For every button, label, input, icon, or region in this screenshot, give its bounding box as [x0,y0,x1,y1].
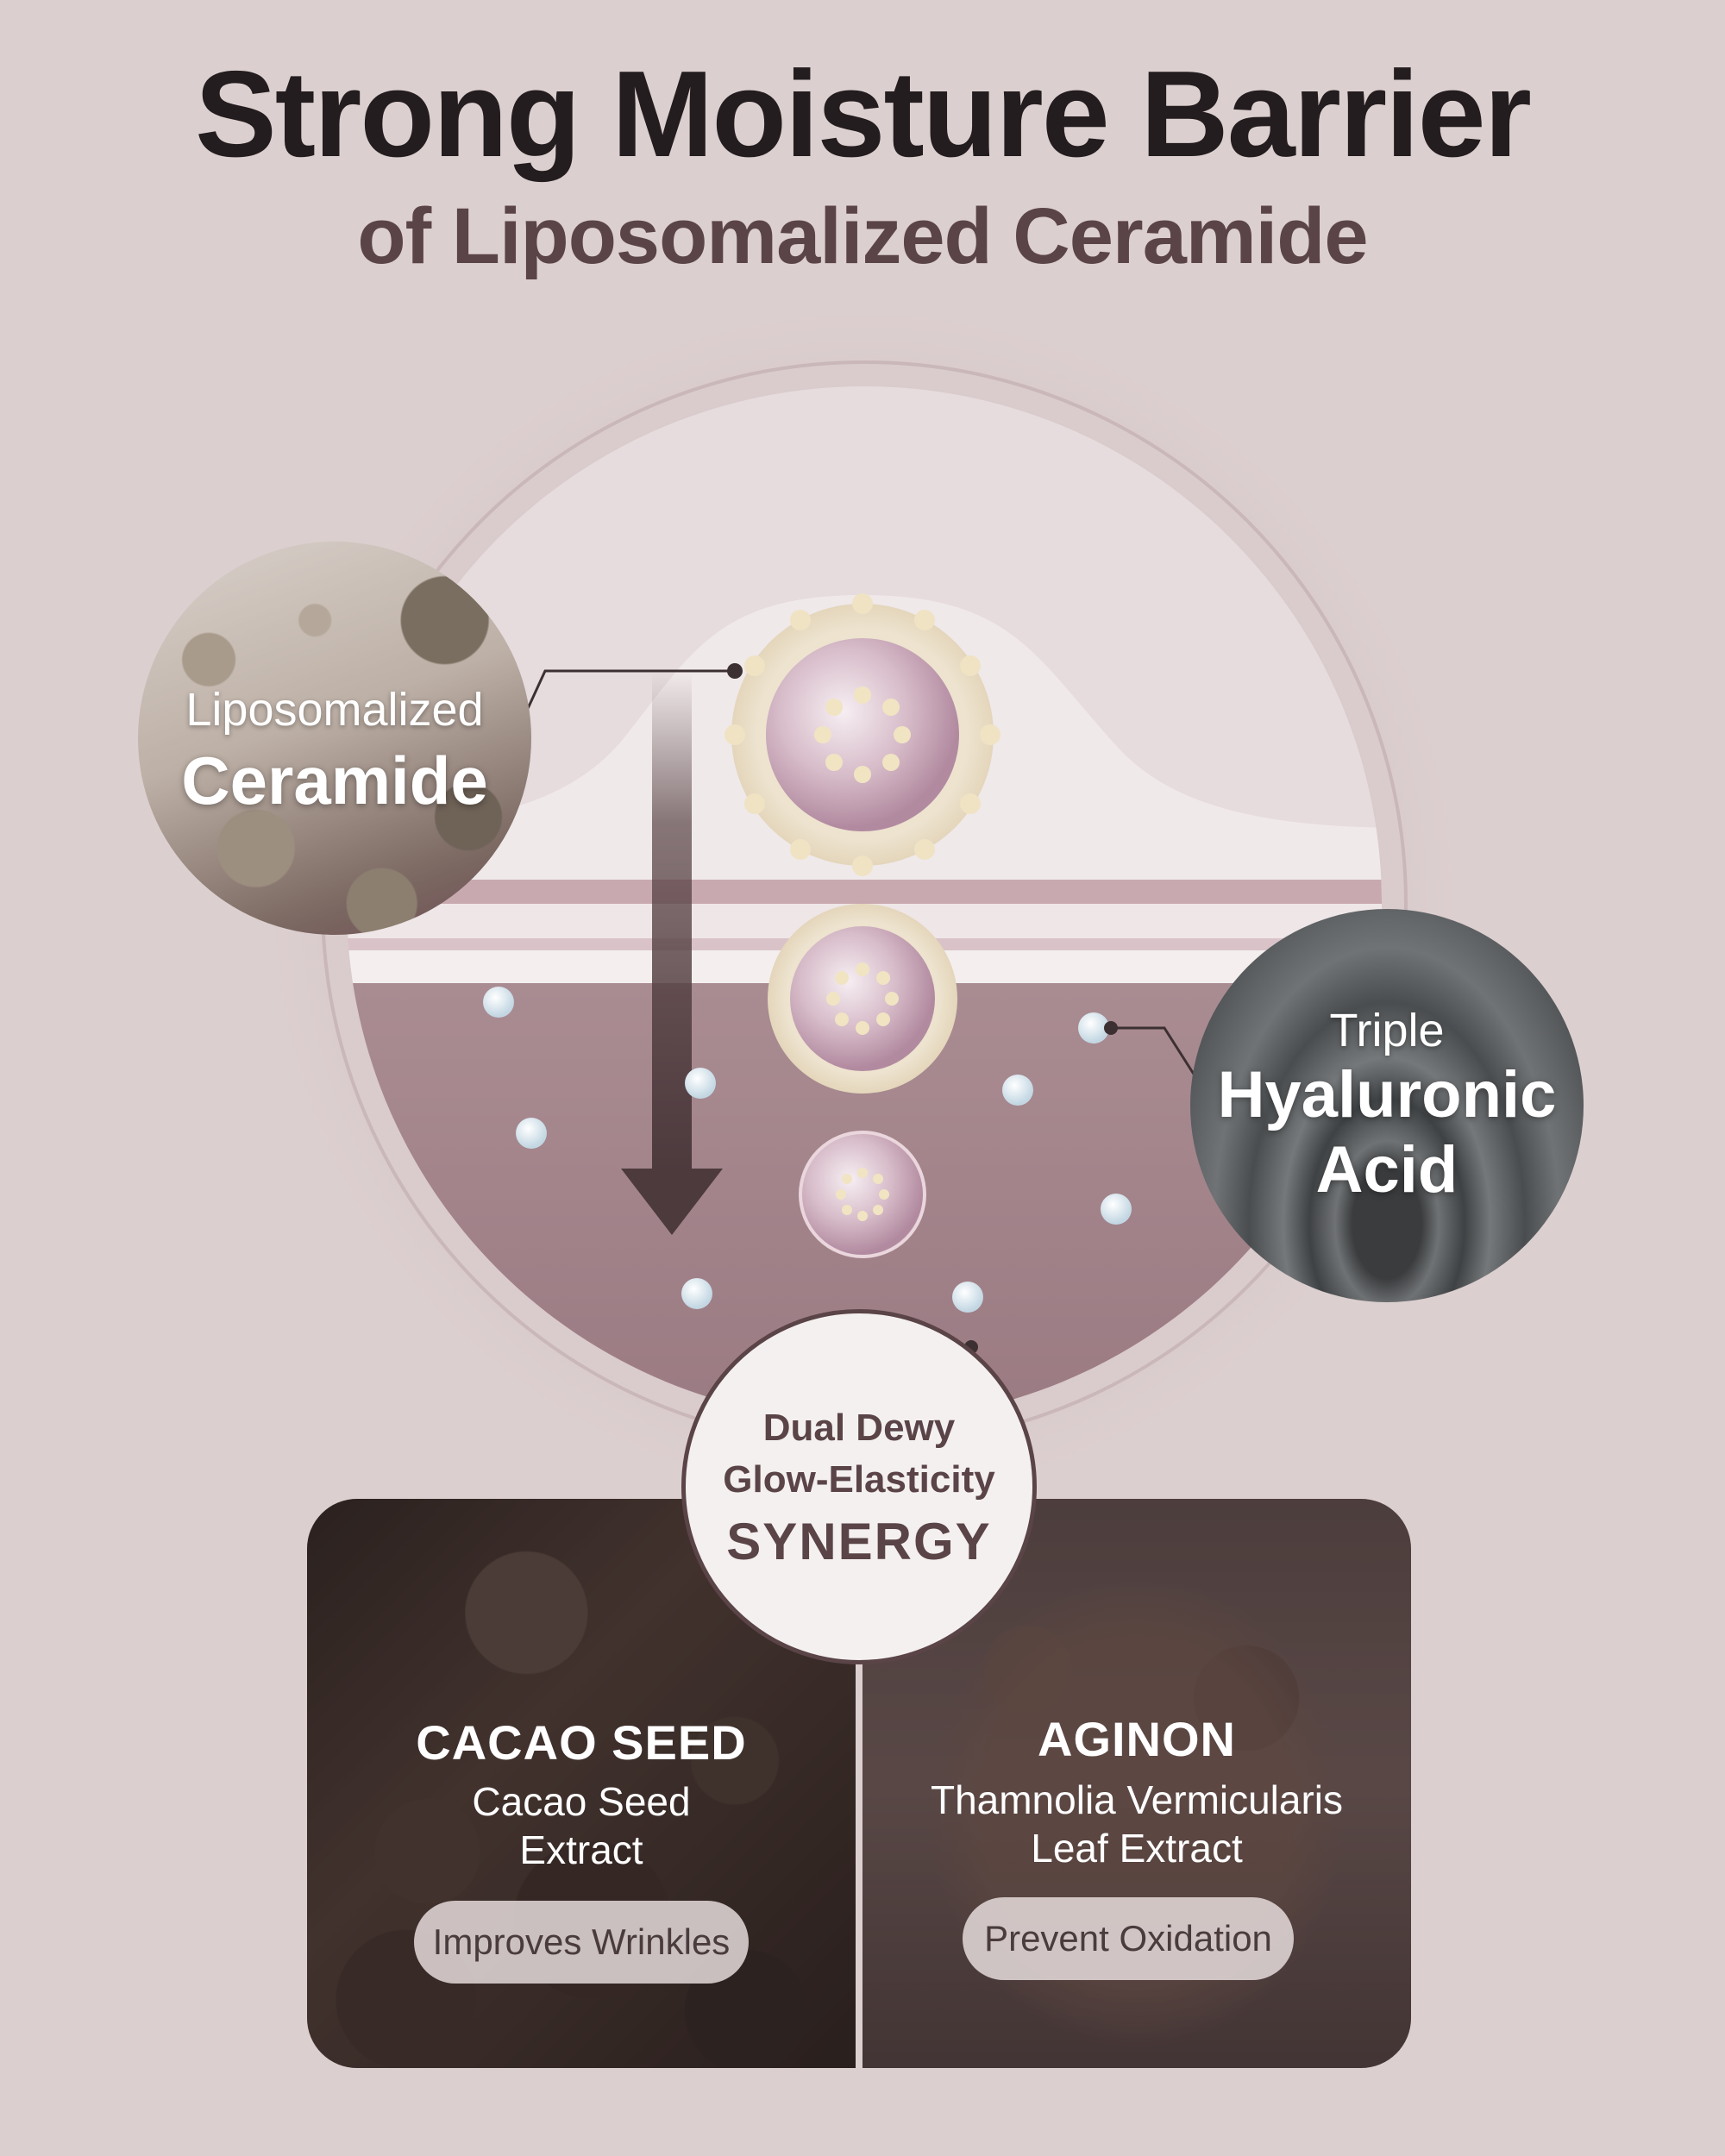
ceramide-badge-line1: Liposomalized [185,683,484,736]
ceramide-leader-dot [727,663,743,679]
skin-band-top [347,880,1382,904]
cacao-seed-desc-line2: Extract [519,1827,643,1872]
hyaluronic-leader-dot [1104,1021,1118,1035]
cacao-seed-name: CACAO SEED [416,1715,747,1770]
hyaluronic-leader-line [1111,1026,1202,1086]
hyaluronic-badge-line1: Triple [1329,1004,1445,1056]
liposome-small [799,1131,926,1258]
liposome-large [724,593,1000,876]
page-title: Strong Moisture Barrier [195,46,1532,183]
synergy-line2: Glow-Elasticity [723,1457,995,1501]
cacao-benefit-pill: Improves Wrinkles [414,1901,749,1984]
aginon-benefit-pill: Prevent Oxidation [963,1897,1294,1980]
hyaluronic-badge-line3: Acid [1315,1133,1458,1206]
penetration-arrow-head [621,1169,723,1235]
hyaluronic-droplets [483,987,1132,1313]
cacao-seed-desc-line1: Cacao Seed [472,1779,691,1824]
aginon-name: AGINON [1038,1712,1236,1766]
penetration-arrow-shaft [652,673,692,1173]
hyaluronic-badge-line2: Hyaluronic [1217,1057,1557,1131]
synergy-badge: Dual Dewy Glow-Elasticity SYNERGY [681,1309,1037,1664]
hyaluronic-badge: Triple Hyaluronic Acid [1190,909,1584,1302]
card-divider [857,1499,862,2068]
liposome-medium [768,904,957,1094]
synergy-line1: Dual Dewy [762,1407,956,1450]
synergy-line3: SYNERGY [726,1512,992,1570]
ceramide-badge-line2: Ceramide [181,742,488,818]
aginon-desc-line1: Thamnolia Vermicularis [930,1777,1344,1822]
page-subtitle: of Liposomalized Ceramide [357,192,1368,280]
ceramide-badge: Liposomalized Ceramide [138,542,531,935]
aginon-desc-line2: Leaf Extract [1031,1826,1243,1871]
